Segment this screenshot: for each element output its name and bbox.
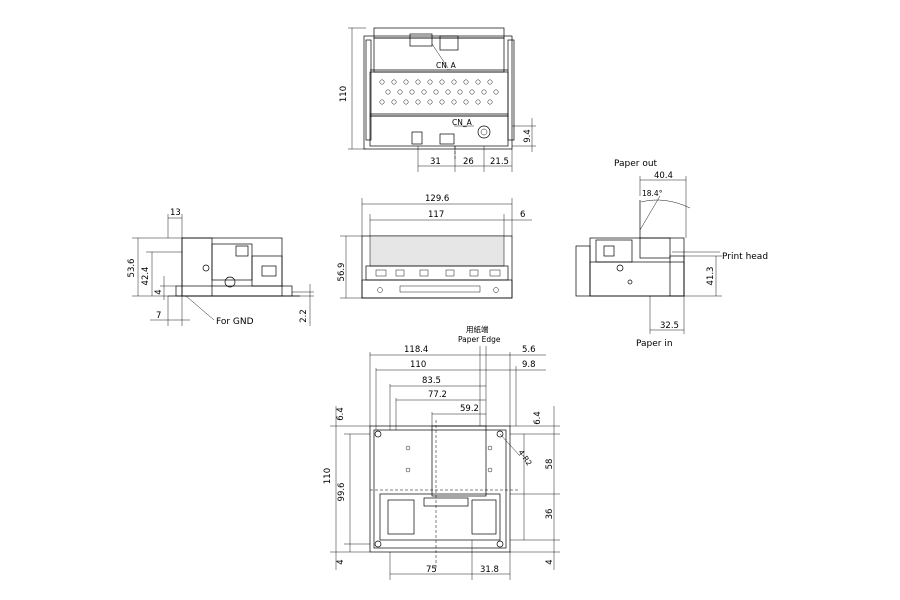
connector-label-b: CN_A: [452, 118, 473, 127]
left-right-dim: 2.2: [299, 309, 309, 323]
front-width-overall-dim: 129.6: [425, 194, 449, 204]
bottom-left-99-6-dim: 99.6: [337, 483, 347, 502]
bottom-right-5-6-dim: 5.6: [522, 345, 536, 355]
top-height-dim: 110: [339, 86, 349, 102]
left-height-53-dim: 53.6: [127, 259, 137, 278]
top-right-small-dim: 9.4: [523, 129, 533, 143]
bottom-right-58-dim: 58: [545, 459, 555, 470]
bottom-right-6-4-dim: 6.4: [533, 411, 543, 425]
right-height-dim: 41.3: [706, 267, 716, 286]
print-head-label: Print head: [722, 252, 768, 262]
right-width-dim: 40.4: [654, 171, 673, 181]
bottom-width-59-dim: 59.2: [460, 404, 479, 414]
connector-label-a: CN_A: [436, 61, 457, 70]
front-right-dim: 6: [520, 210, 525, 220]
front-width-inner-dim: 117: [428, 210, 444, 220]
left-small-dim: 4: [154, 289, 164, 294]
top-view: [348, 27, 536, 172]
bottom-left-110-dim: 110: [323, 468, 333, 484]
front-view: [340, 198, 532, 299]
bottom-width-118-dim: 118.4: [404, 345, 428, 355]
paper-out-label: Paper out: [614, 159, 658, 169]
bottom-75-dim: 75: [426, 565, 437, 575]
left-side-view: [132, 214, 314, 326]
top-bottom-dim-21-5: 21.5: [490, 157, 509, 167]
right-bottom-dim: 32.5: [660, 321, 679, 331]
top-bottom-dim-26: 26: [463, 157, 474, 167]
paper-in-label: Paper in: [636, 339, 673, 349]
paper-edge-jp-label: 用紙端: [466, 324, 489, 334]
angle-dim: 18.4°: [642, 189, 663, 198]
hole-radius-label: 4-R2: [516, 448, 534, 468]
front-height-dim: 56.9: [337, 263, 347, 282]
bottom-right-4-dim: 4: [545, 559, 555, 564]
bottom-width-83-dim: 83.5: [422, 376, 441, 386]
top-bottom-dim-31: 31: [430, 157, 441, 167]
bottom-right-36-dim: 36: [545, 509, 555, 520]
bottom-31-8-dim: 31.8: [480, 565, 499, 575]
bottom-left-6-4-dim: 6.4: [336, 407, 346, 421]
right-side-view: [575, 176, 722, 334]
paper-edge-label: Paper Edge: [458, 335, 501, 344]
left-height-42-dim: 42.4: [141, 267, 151, 286]
bottom-view: [330, 346, 560, 580]
bottom-left-4-dim: 4: [336, 559, 346, 564]
bottom-width-110-dim: 110: [410, 360, 426, 370]
bottom-right-9-8-dim: 9.8: [522, 360, 536, 370]
left-top-dim: 13: [170, 208, 181, 218]
left-bottom-dim: 7: [156, 311, 161, 321]
for-gnd-label: For GND: [216, 317, 254, 327]
bottom-width-77-dim: 77.2: [428, 390, 447, 400]
